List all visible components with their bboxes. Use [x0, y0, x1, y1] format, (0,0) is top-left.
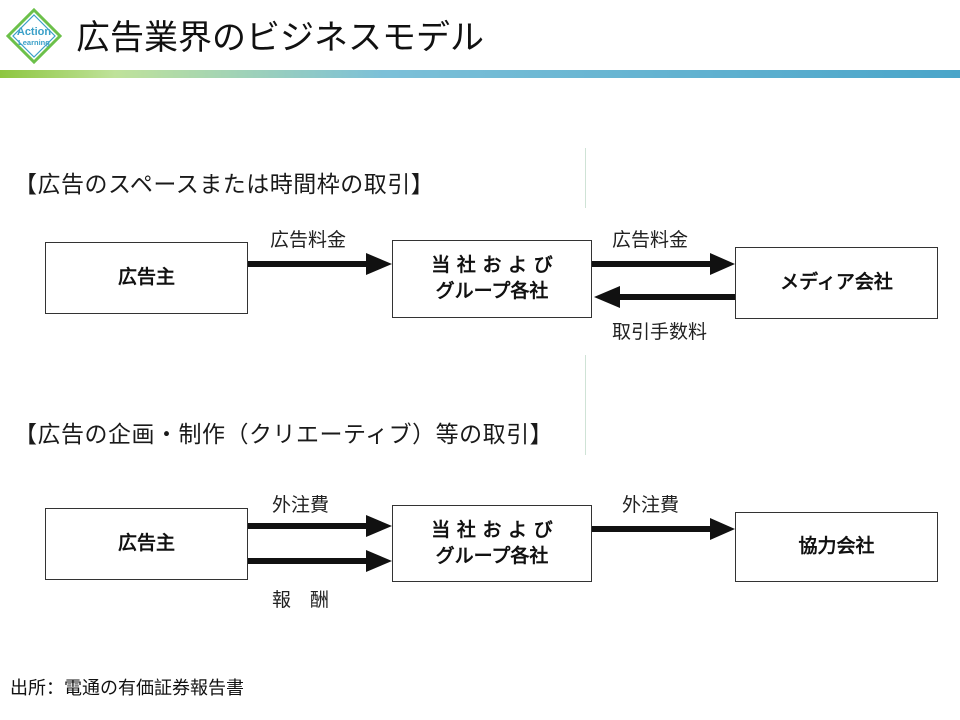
advertiser-label-2: 広告主 [117, 532, 175, 555]
advertiser-box-2: 広告主 [45, 508, 248, 580]
slide-header: Action Learning 広告業界のビジネスモデル [0, 0, 960, 82]
source-note: 出所：電通の有価証券報告書 [10, 678, 244, 699]
action-learning-logo: Action Learning [6, 8, 62, 64]
guide-line [585, 148, 586, 208]
section-title-space-trade: 【広告のスペースまたは時間枠の取引】 [14, 172, 435, 198]
company-group-label-line2: グループ各社 [435, 280, 549, 302]
arrow-label-commission: 取引手数料 [612, 321, 708, 343]
logo-text-bottom: Learning [18, 38, 50, 47]
company-group-label-line1: 当 社 お よ び [431, 254, 553, 277]
company-group-box: 当 社 お よ び グループ各社 [392, 240, 592, 318]
arrow-advertiser-to-group [248, 253, 392, 275]
company-group-label-2-line1: 当 社 お よ び [431, 518, 553, 541]
header-accent-bar [0, 70, 960, 78]
media-company-box: メディア会社 [735, 247, 938, 319]
guide-line [585, 355, 586, 455]
arrow-label-ad-fee-2: 広告料金 [612, 229, 689, 251]
company-group-box-2: 当 社 お よ び グループ各社 [392, 505, 592, 582]
arrow-label-outsourcing-fee-2: 外注費 [622, 494, 680, 516]
arrow-label-outsourcing-fee-1: 外注費 [272, 494, 330, 516]
arrow-advertiser-to-group-remuneration [248, 550, 392, 572]
logo-text-top: Action [17, 26, 52, 38]
company-group-label-2-line2: グループ各社 [435, 544, 549, 567]
partner-company-box: 協力会社 [735, 512, 938, 582]
arrow-group-to-media [592, 253, 735, 275]
arrow-label-remuneration: 報 酬 [272, 589, 330, 611]
advertiser-box: 広告主 [45, 242, 248, 314]
media-company-label: メディア会社 [780, 271, 893, 294]
arrow-group-to-partner [592, 518, 735, 540]
arrow-media-to-group [594, 286, 735, 308]
section-title-creative-trade: 【広告の企画・制作（クリエーティブ）等の取引】 [14, 422, 554, 448]
partner-company-label: 協力会社 [798, 535, 875, 558]
arrow-advertiser-to-group-fee [248, 515, 392, 537]
arrow-label-ad-fee-1: 広告料金 [270, 229, 347, 251]
page-title: 広告業界のビジネスモデル [76, 18, 484, 58]
advertiser-label: 広告主 [117, 266, 175, 289]
